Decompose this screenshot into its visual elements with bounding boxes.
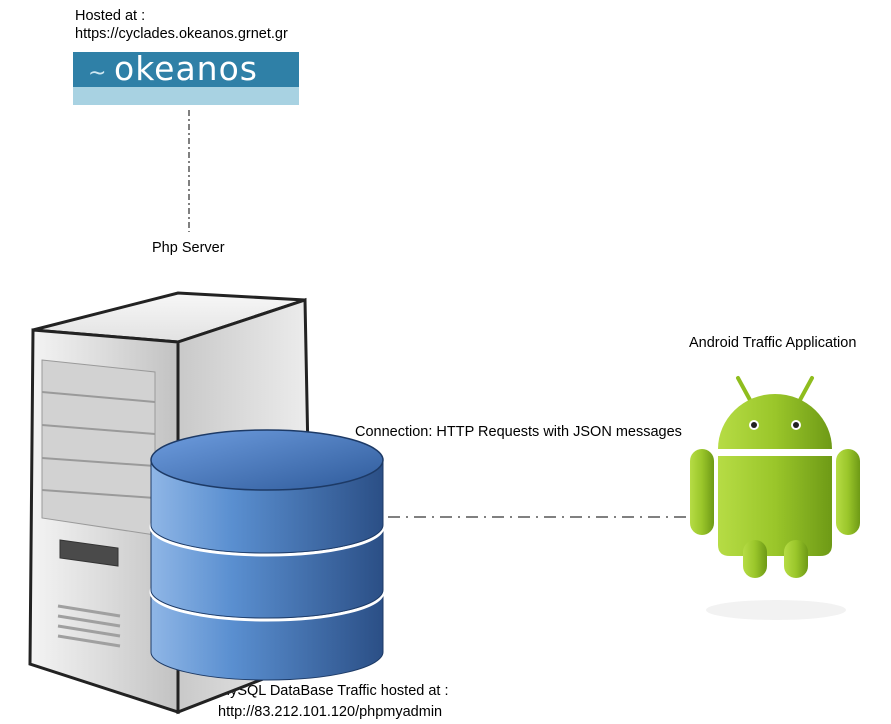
database-label-line1: MySQL DataBase Traffic hosted at : <box>218 683 449 699</box>
hosting-url: https://cyclades.okeanos.grnet.gr <box>75 26 288 42</box>
php-server-label: Php Server <box>152 240 225 256</box>
hosted-at-label: Hosted at : <box>75 8 146 24</box>
database-icon <box>149 429 385 681</box>
android-robot-icon <box>690 376 860 620</box>
connection-label: Connection: HTTP Requests with JSON mess… <box>355 424 682 440</box>
okeanos-logo-text: okeanos <box>114 49 258 88</box>
wave-icon: ~ <box>88 61 107 86</box>
database-label-line2: http://83.212.101.120/phpmyadmin <box>218 704 443 720</box>
android-app-label: Android Traffic Application <box>689 335 857 351</box>
okeanos-logo: ~ okeanos <box>73 52 299 105</box>
